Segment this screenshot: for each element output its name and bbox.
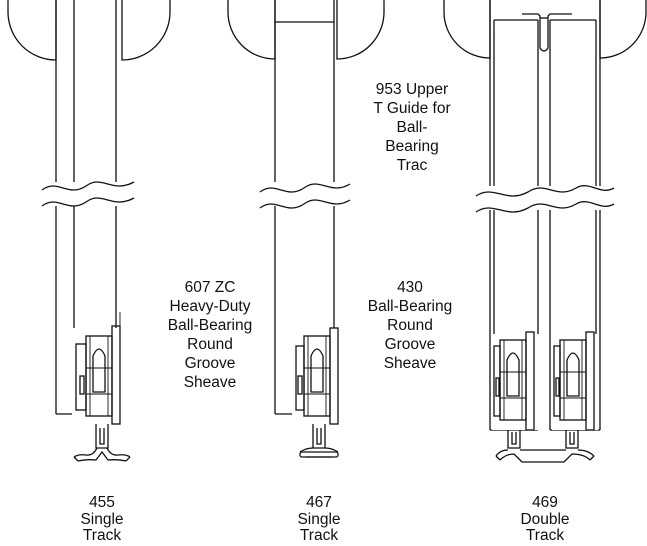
callout-line: 953 Upper bbox=[375, 81, 449, 98]
callout-line: Heavy-Duty bbox=[169, 298, 251, 315]
callout-line: Ball- bbox=[396, 119, 428, 136]
callout-line: Trac bbox=[396, 157, 428, 174]
callout-953-upper-t-guide: 953 Upper T Guide for Ball- Bearing Trac bbox=[360, 80, 464, 175]
track-467 bbox=[299, 424, 339, 458]
callout-line: Bearing bbox=[385, 138, 439, 155]
caption-line: Track bbox=[82, 527, 122, 544]
assembly-467-single-track bbox=[227, 0, 385, 458]
ceiling-bracket-left bbox=[227, 0, 276, 60]
callout-line: Groove bbox=[184, 355, 236, 372]
track-455 bbox=[73, 424, 131, 462]
caption-line: Track bbox=[299, 527, 339, 544]
caption-line: Single bbox=[80, 510, 124, 528]
callout-line: Ball-Bearing bbox=[167, 317, 253, 334]
caption-469: 469 Double Track bbox=[485, 494, 605, 545]
sheave-back bbox=[552, 331, 598, 431]
callout-line: Round bbox=[387, 317, 433, 334]
ceiling-bracket-left bbox=[443, 0, 491, 59]
sheave-430 bbox=[292, 327, 342, 425]
break-line bbox=[259, 182, 351, 209]
caption-line: Single bbox=[297, 510, 341, 528]
callout-line: Ball-Bearing bbox=[367, 298, 453, 315]
assembly-455-single-track bbox=[7, 0, 171, 462]
caption-line: Track bbox=[525, 527, 565, 544]
callout-line: Groove bbox=[384, 336, 436, 353]
callout-430-sheave: 430 Ball-Bearing Round Groove Sheave bbox=[352, 278, 468, 373]
callout-line: Round bbox=[187, 336, 233, 353]
ceiling-bracket-left bbox=[7, 0, 57, 61]
ceiling-bracket-right bbox=[121, 0, 171, 61]
callout-line: Sheave bbox=[183, 374, 237, 391]
sheave-607zc bbox=[72, 312, 124, 425]
caption-line: 467 bbox=[306, 494, 332, 511]
callout-line: T Guide for bbox=[373, 100, 451, 117]
ceiling-bracket-right bbox=[336, 0, 385, 60]
assembly-469-double-track bbox=[443, 0, 647, 463]
caption-467: 467 Single Track bbox=[259, 494, 379, 545]
track-469 bbox=[495, 430, 595, 463]
break-line bbox=[475, 185, 615, 213]
caption-line: 469 bbox=[532, 494, 558, 511]
callout-607zc-sheave: 607 ZC Heavy-Duty Ball-Bearing Round Gro… bbox=[152, 278, 268, 392]
callout-line: 430 bbox=[397, 279, 423, 296]
caption-line: 455 bbox=[89, 494, 115, 511]
caption-455: 455 Single Track bbox=[42, 494, 162, 545]
callout-line: 607 ZC bbox=[184, 279, 236, 296]
break-line bbox=[41, 181, 135, 207]
upper-t-guide-953 bbox=[522, 13, 572, 52]
ceiling-bracket-right bbox=[599, 0, 647, 59]
sheave-front bbox=[492, 331, 540, 431]
caption-line: Double bbox=[520, 510, 570, 528]
callout-line: Sheave bbox=[383, 355, 437, 372]
